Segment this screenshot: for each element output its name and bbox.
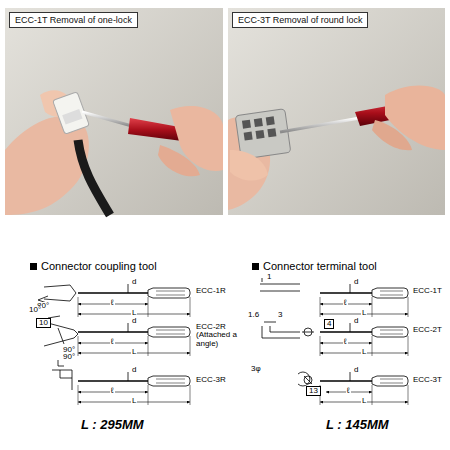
dimension-label: 10° xyxy=(28,306,42,314)
dimension-label: L xyxy=(361,397,367,405)
photo-caption-box: ECC-1T Removal of one-lock xyxy=(9,12,138,28)
dimension-label: ℓ xyxy=(343,338,348,346)
dimension-label: d xyxy=(131,317,137,325)
caption-text: ECC-3T Removal of round lock xyxy=(238,15,362,25)
section-heading: Connector coupling tool xyxy=(40,261,158,273)
dimension-label: 3 xyxy=(277,311,283,319)
length-note: L : 295MM xyxy=(80,418,145,432)
dimension-label: 90° xyxy=(62,353,76,361)
dimension-label: d xyxy=(353,366,359,374)
dimension-label: L xyxy=(361,309,367,317)
caption-text: ECC-1T Removal of one-lock xyxy=(15,15,132,25)
model-name: ECC-2R (Attached a angle) xyxy=(195,323,241,348)
dimension-label: ℓ xyxy=(346,387,351,395)
dimension-label: L xyxy=(361,348,367,356)
dimension-label: ECC-3T xyxy=(412,376,443,384)
dimension-label: ECC-1T xyxy=(412,287,443,295)
dimension-label: d xyxy=(353,278,359,286)
dimension-label: ECC-1R xyxy=(195,287,227,295)
boxed-dimension: 13 xyxy=(306,386,321,396)
photo-caption-box: ECC-3T Removal of round lock xyxy=(232,12,368,28)
dimension-label: L xyxy=(131,348,137,356)
dimension-label: d xyxy=(131,278,137,286)
dimension-label: ℓ xyxy=(110,299,115,307)
dimension-label: d xyxy=(131,366,137,374)
boxed-dimension: 4 xyxy=(324,319,334,329)
dimension-label: L xyxy=(131,397,137,405)
dimension-label: d xyxy=(353,317,359,325)
dimension-label: ECC-3R xyxy=(195,376,227,384)
dimension-label: 3φ xyxy=(250,365,262,373)
dimension-label: ℓ xyxy=(110,387,115,395)
boxed-dimension: 10 xyxy=(36,318,51,328)
section-heading: Connector terminal tool xyxy=(262,261,378,273)
dimension-label: ℓ xyxy=(343,299,348,307)
dimension-label: ECC-2T xyxy=(412,326,443,334)
length-note: L : 145MM xyxy=(325,418,390,432)
dimension-label: 1.6 xyxy=(247,311,260,319)
dimension-label: 1 xyxy=(266,273,272,281)
dimension-label: ℓ xyxy=(110,338,115,346)
